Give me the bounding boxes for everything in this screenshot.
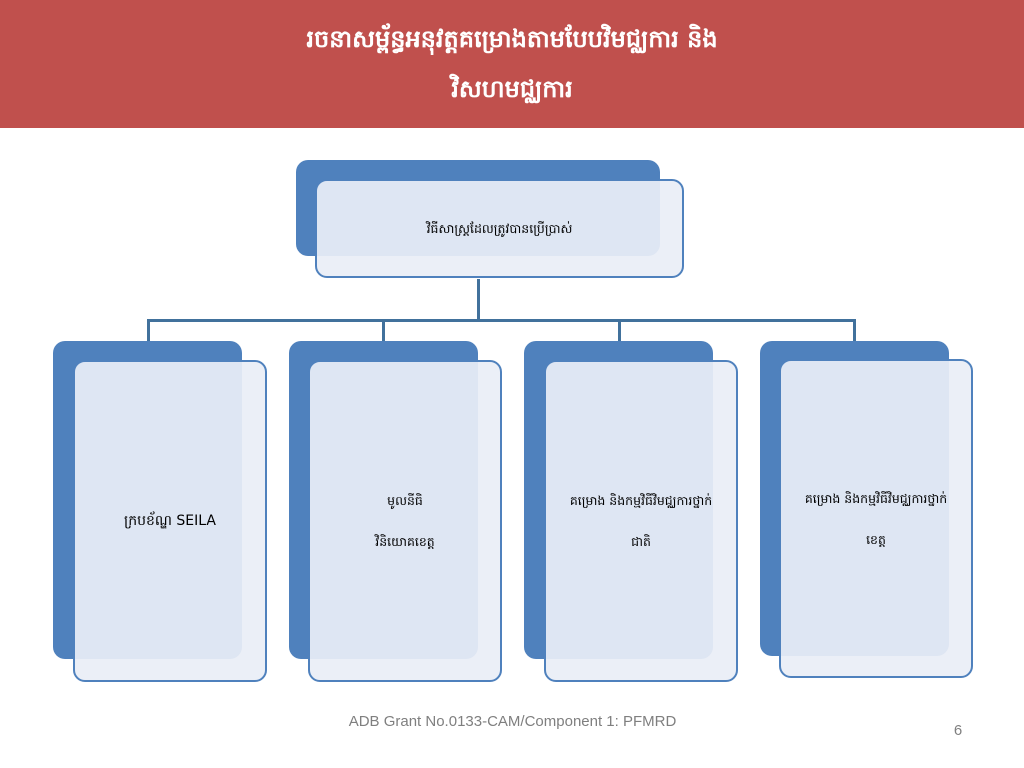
child-node-4: គម្រោង និងកម្មវិធីវិមជ្ឈការថ្នាក់ ខេត្ត	[779, 359, 973, 678]
root-node: វិធីសាស្រ្តដែលត្រូវបានប្រើប្រាស់	[315, 179, 684, 278]
child-node-2-line-2: វិនិយោគខេត្ត	[375, 534, 435, 549]
child-node-2-line-1: មូលនីធិ	[387, 493, 423, 508]
child-node-1: ក្របខ័ណ្ឌ SEILA	[73, 360, 267, 682]
child-3-connector	[618, 319, 621, 341]
slide-title-line-2: វិសហមជ្ឈការ	[451, 75, 573, 103]
child-node-3-line-2: ជាតិ	[631, 534, 651, 549]
child-node-2: មូលនីធិ វិនិយោគខេត្ត	[308, 360, 502, 682]
horizontal-connector	[147, 319, 856, 322]
root-node-label: វិធីសាស្រ្តដែលត្រូវបានប្រើប្រាស់	[426, 221, 573, 236]
slide-title-line-1: រចនាសម្ព័ន្ធអនុវត្តគម្រោងតាមបែបវិមជ្ឈការ…	[306, 25, 718, 53]
child-node-3-line-1: គម្រោង និងកម្មវិធីវិមជ្ឈការថ្នាក់	[569, 493, 713, 508]
slide-title: រចនាសម្ព័ន្ធអនុវត្តគម្រោងតាមបែបវិមជ្ឈការ…	[0, 14, 1024, 114]
footer-text: ADB Grant No.0133-CAM/Component 1: PFMRD	[348, 713, 677, 730]
child-1-connector	[147, 319, 150, 341]
child-node-4-line-2: ខេត្ត	[866, 531, 886, 547]
title-bar: រចនាសម្ព័ន្ធអនុវត្តគម្រោងតាមបែបវិមជ្ឈការ…	[0, 0, 1024, 128]
child-4-connector	[853, 319, 856, 341]
child-node-1-label: ក្របខ័ណ្ឌ SEILA	[124, 512, 216, 529]
root-stem-connector	[477, 279, 480, 321]
child-2-connector	[382, 319, 385, 341]
child-node-3: គម្រោង និងកម្មវិធីវិមជ្ឈការថ្នាក់ ជាតិ	[544, 360, 738, 682]
child-node-4-line-1: គម្រោង និងកម្មវិធីវិមជ្ឈការថ្នាក់	[804, 490, 948, 506]
page-number: 6	[953, 722, 963, 739]
